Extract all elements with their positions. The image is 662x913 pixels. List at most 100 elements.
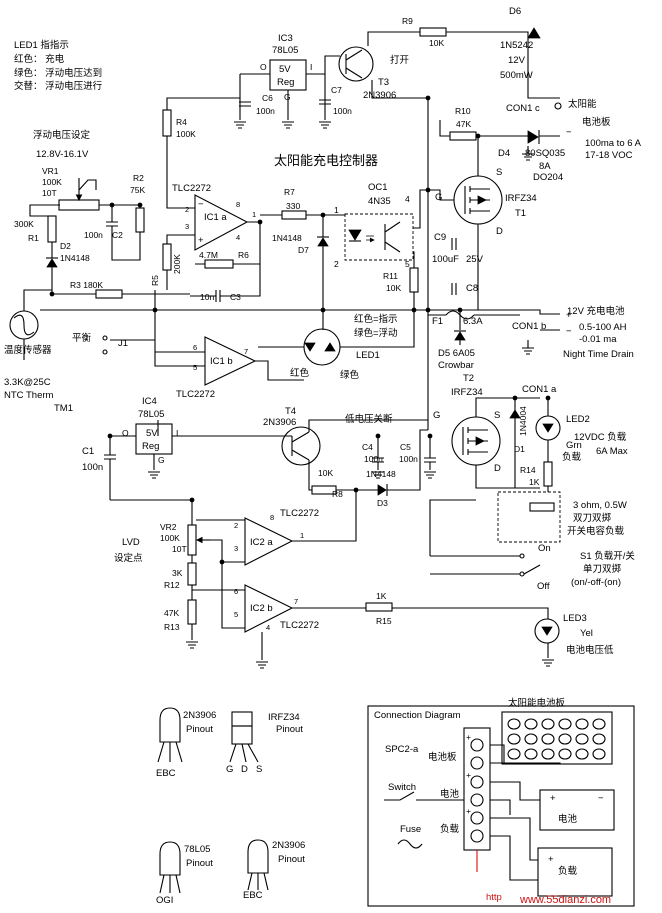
svg-text:Pinout: Pinout [278,854,305,865]
svg-text:6A Max: 6A Max [596,446,628,457]
svg-text:TLC2272: TLC2272 [176,389,215,400]
svg-text:8: 8 [236,200,240,209]
t1-mosfet: IRFZ34 T1 G S D [435,167,537,237]
svg-text:I: I [310,62,312,72]
tm1-thermistor: 温度传感器 3.3K@25C NTC Therm TM1 [4,310,73,414]
solar-cell [575,748,589,760]
svg-text:R3 180K: R3 180K [70,280,103,290]
svg-text:Pinout: Pinout [276,724,303,735]
svg-text:Grn: Grn [566,440,582,451]
svg-text:+: + [466,732,471,742]
r11-resistor: R11 10K [383,267,419,293]
svg-text:LED2: LED2 [566,414,590,425]
svg-text:设定点: 设定点 [114,552,143,564]
c8-capacitor: C8 [451,283,478,295]
svg-text:Pinout: Pinout [186,724,213,735]
svg-text:S: S [494,410,500,421]
r4-resistor: R4 100K [162,109,196,139]
svg-text:单刀双掷: 单刀双掷 [583,563,622,575]
svg-text:D5 6A05: D5 6A05 [438,348,475,359]
svg-text:TLC2272: TLC2272 [280,508,319,519]
svg-text:R6: R6 [238,250,249,260]
r5-resistor: R5 200K [150,243,182,286]
svg-text:IC3: IC3 [278,33,293,44]
svg-text:R11: R11 [383,271,398,281]
r8-resistor: 10K R8 [311,468,343,499]
svg-text:D: D [241,764,248,775]
svg-text:Night Time Drain: Night Time Drain [563,349,634,360]
svg-text:R15: R15 [376,616,392,626]
svg-text:平衡: 平衡 [72,332,92,344]
svg-text:J1: J1 [118,338,128,349]
svg-text:100n: 100n [256,106,275,116]
svg-text:S: S [496,167,502,178]
svg-text:D: D [494,463,501,474]
svg-text:10K: 10K [429,38,444,48]
svg-text:330: 330 [286,201,300,211]
svg-text:G: G [226,764,233,775]
svg-text:5: 5 [405,259,410,269]
r15-resistor: 1K R15 [365,591,393,626]
svg-text:C6: C6 [262,93,273,103]
c2-capacitor: 100n C2 [84,221,123,240]
solar-cell [524,733,538,745]
svg-text:太阳能: 太阳能 [568,98,597,110]
legend-line-1: LED1 指指示 [14,39,69,51]
svg-text:O: O [260,62,267,72]
t2-mosfet: T2 IRFZ34 G S D [433,373,501,474]
ic3-regulator: IC3 78L05 5V Reg O I G [260,33,312,102]
svg-text:-0.01 ma: -0.01 ma [579,334,617,345]
vr2-potentiometer: VR2 100K 10T [160,522,210,556]
svg-text:负载: 负载 [440,823,460,835]
solar-cell [575,733,589,745]
t4-transistor: T4 2N3906 [263,406,321,466]
svg-text:Fuse: Fuse [400,824,421,835]
svg-text:2N3906: 2N3906 [263,417,296,428]
d7-diode: 1N4148 D7 [272,233,329,255]
svg-text:IC2 a: IC2 a [250,537,273,548]
svg-text:8: 8 [270,513,274,522]
svg-text:Switch: Switch [388,782,416,793]
svg-text:4: 4 [266,623,270,632]
float-range: 12.8V-16.1V [36,149,89,160]
svg-text:双刀双掷: 双刀双掷 [573,512,612,524]
solar-cell [507,733,521,745]
ic2b-opamp: IC2 b 6 5 4 7 TLC2272 [234,584,319,633]
svg-text:C9: C9 [434,232,446,243]
svg-text:R12: R12 [164,580,180,590]
svg-text:+: + [566,310,572,321]
svg-text:S: S [256,764,262,775]
svg-text:电池: 电池 [558,813,578,825]
s1-switch[interactable]: On S1 负载开/关 Off 单刀双掷 (on/-off-(on) [519,543,635,592]
svg-text:CON1 a: CON1 a [522,384,557,395]
svg-text:10K: 10K [386,283,401,293]
c4-capacitor: C4 100n [362,442,384,464]
svg-text:7: 7 [244,347,248,356]
svg-text:G: G [158,455,165,465]
svg-text:2N3906: 2N3906 [183,710,216,721]
ic1b-opamp: IC1 b 6 5 7 TLC2272 [176,336,257,400]
svg-text:G: G [284,92,291,102]
pinout-irfz34: IRFZ34 Pinout G D S [226,711,303,775]
t3-transistor: 打开 T3 2N3906 [338,46,410,101]
svg-text:Reg: Reg [142,441,159,452]
c9-capacitor: C9 100uF 25V [432,232,484,265]
svg-text:电池: 电池 [440,788,460,800]
ic1a-opamp: TLC2272 IC1 a − + 8 4 1 2 3 [172,183,256,251]
svg-text:温度传感器: 温度传感器 [4,344,52,356]
svg-text:R9: R9 [402,16,413,26]
svg-text:1N4148: 1N4148 [272,233,302,243]
svg-text:D1: D1 [514,444,525,454]
svg-text:R10: R10 [455,106,471,116]
ground-symbols [148,121,554,669]
d6-zener: D6 1N5242 12V 500mW [500,6,541,81]
lvd-setpoint: LVD 设定点 [114,537,143,564]
svg-text:300K: 300K [14,219,34,229]
svg-text:2: 2 [234,521,238,530]
con1c-solar-input: CON1 c 太阳能 电池板 100ma to 6 A 17-18 VOC − [506,98,642,161]
connection-diagram: Connection Diagram 太阳能电池板 SPC2-a + + + 电… [367,697,635,907]
svg-text:O: O [122,428,129,438]
c6-capacitor: C6 100n [239,93,275,116]
legend-line-2: 红色： 充电 [14,53,65,65]
svg-text:2: 2 [334,259,339,269]
